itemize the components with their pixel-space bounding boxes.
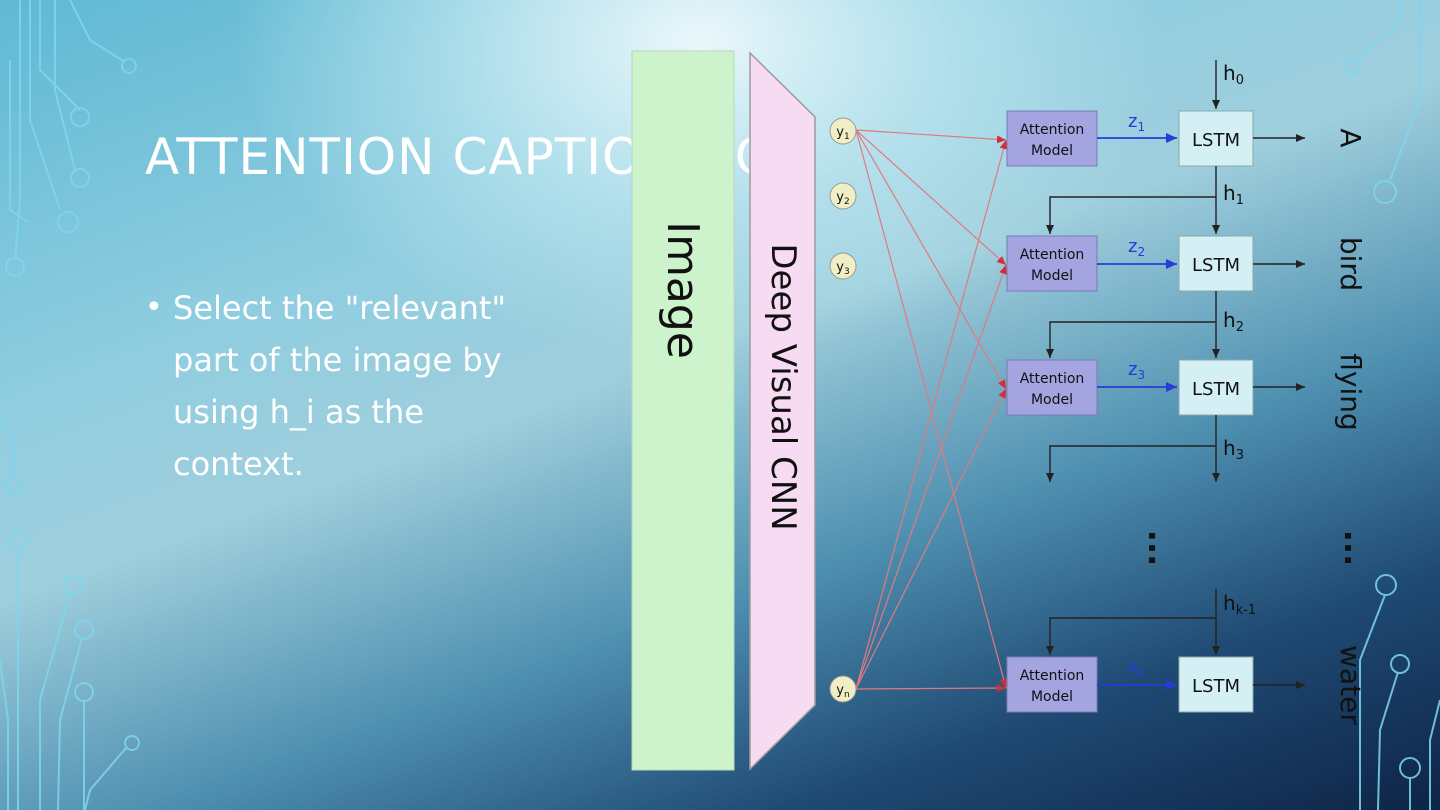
attention-model-label-2: Model bbox=[1031, 392, 1073, 408]
image-block bbox=[631, 50, 735, 771]
lstm-box bbox=[1178, 235, 1254, 292]
bullet-item: • Select the "relevant" part of the imag… bbox=[145, 282, 555, 490]
svg-text:y3: y3 bbox=[836, 260, 849, 277]
output-word: bird bbox=[1334, 237, 1367, 291]
hidden-state-sub: 0 bbox=[1236, 73, 1244, 88]
attention-model-label-2: Model bbox=[1031, 143, 1073, 159]
lstm-label: LSTM bbox=[1192, 255, 1240, 276]
hidden-state-sub: k-1 bbox=[1236, 603, 1257, 618]
svg-text:yn: yn bbox=[836, 683, 849, 700]
hidden-state-base: h bbox=[1223, 181, 1236, 205]
context-vector-label: zk bbox=[1128, 656, 1144, 679]
hidden-state-sub: 1 bbox=[1236, 193, 1244, 208]
context-vector-label: z1 bbox=[1128, 111, 1145, 134]
ellipsis-words: ... bbox=[1337, 530, 1375, 566]
attention-captioning-diagram: Image Deep Visual CNN y1 y2 y3 yn Attent… bbox=[620, 40, 1375, 780]
feature-node-base: y bbox=[836, 260, 844, 275]
feature-node-base: y bbox=[836, 683, 844, 698]
feature-node: yn bbox=[829, 675, 857, 703]
output-word: A bbox=[1334, 128, 1367, 147]
hidden-state-sub: 2 bbox=[1236, 320, 1244, 335]
context-vector-sub: 2 bbox=[1137, 245, 1145, 259]
context-vector-sub: 1 bbox=[1137, 120, 1145, 134]
attention-model-box bbox=[1006, 359, 1098, 416]
bullet-dot-icon: • bbox=[145, 290, 163, 325]
feature-node-sub: 3 bbox=[844, 267, 850, 277]
lstm-label: LSTM bbox=[1192, 379, 1240, 400]
feature-node-sub: 2 bbox=[844, 197, 850, 207]
ellipsis-middle: ... bbox=[1141, 530, 1179, 566]
svg-text:y1: y1 bbox=[836, 125, 849, 142]
lstm-label: LSTM bbox=[1192, 130, 1240, 151]
hidden-state-base: h bbox=[1223, 591, 1236, 615]
bullet-list: • Select the "relevant" part of the imag… bbox=[145, 282, 555, 490]
context-vector-label: z3 bbox=[1128, 359, 1145, 382]
feature-node: y1 bbox=[829, 117, 857, 145]
feature-node: y3 bbox=[829, 252, 857, 280]
context-vector-sub: k bbox=[1137, 665, 1144, 679]
hidden-state-label: h1 bbox=[1223, 181, 1244, 208]
attention-model-label-1: Attention bbox=[1020, 371, 1085, 387]
image-label: Image bbox=[657, 221, 708, 359]
attention-model-label-1: Attention bbox=[1020, 122, 1085, 138]
attention-model-box bbox=[1006, 656, 1098, 713]
attention-row: Attention Model zk LSTM bbox=[1006, 656, 1305, 713]
context-vector-sub: 3 bbox=[1137, 368, 1145, 382]
attention-row: Attention Model z1 LSTM bbox=[1006, 110, 1305, 167]
output-word: flying bbox=[1334, 353, 1367, 431]
hidden-state-label: h2 bbox=[1223, 308, 1244, 335]
output-word: water bbox=[1334, 645, 1367, 725]
feature-node-sub: n bbox=[844, 690, 850, 700]
lstm-label: LSTM bbox=[1192, 676, 1240, 697]
svg-text:y2: y2 bbox=[836, 190, 849, 207]
hidden-state-connectors bbox=[1046, 60, 1220, 655]
hidden-state-base: h bbox=[1223, 308, 1236, 332]
feature-node-base: y bbox=[836, 190, 844, 205]
hidden-state-base: h bbox=[1223, 436, 1236, 460]
context-vector-base: z bbox=[1128, 359, 1137, 380]
feature-node-sub: 1 bbox=[844, 132, 850, 142]
bullet-text: Select the "relevant" part of the image … bbox=[173, 289, 507, 483]
attention-model-label-1: Attention bbox=[1020, 668, 1085, 684]
context-vector-base: z bbox=[1128, 656, 1137, 677]
cnn-block bbox=[749, 51, 816, 771]
lstm-box bbox=[1178, 656, 1254, 713]
attention-model-label-2: Model bbox=[1031, 268, 1073, 284]
hidden-state-label: hk-1 bbox=[1223, 591, 1256, 618]
hidden-state-base: h bbox=[1223, 61, 1236, 85]
cnn-label: Deep Visual CNN bbox=[763, 243, 803, 530]
context-vector-base: z bbox=[1128, 236, 1137, 257]
context-vector-label: z2 bbox=[1128, 236, 1145, 259]
attention-links bbox=[855, 129, 1008, 693]
context-vector-base: z bbox=[1128, 111, 1137, 132]
attention-model-label-1: Attention bbox=[1020, 247, 1085, 263]
lstm-box bbox=[1178, 359, 1254, 416]
hidden-state-sub: 3 bbox=[1236, 448, 1244, 463]
attention-row: Attention Model z2 LSTM bbox=[1006, 235, 1305, 292]
hidden-state-label: h0 bbox=[1223, 61, 1244, 88]
attention-row: Attention Model z3 LSTM bbox=[1006, 359, 1305, 416]
feature-node: y2 bbox=[829, 182, 857, 210]
attention-model-label-2: Model bbox=[1031, 689, 1073, 705]
attention-model-box bbox=[1006, 235, 1098, 292]
feature-node-base: y bbox=[836, 125, 844, 140]
hidden-state-label: h3 bbox=[1223, 436, 1244, 463]
